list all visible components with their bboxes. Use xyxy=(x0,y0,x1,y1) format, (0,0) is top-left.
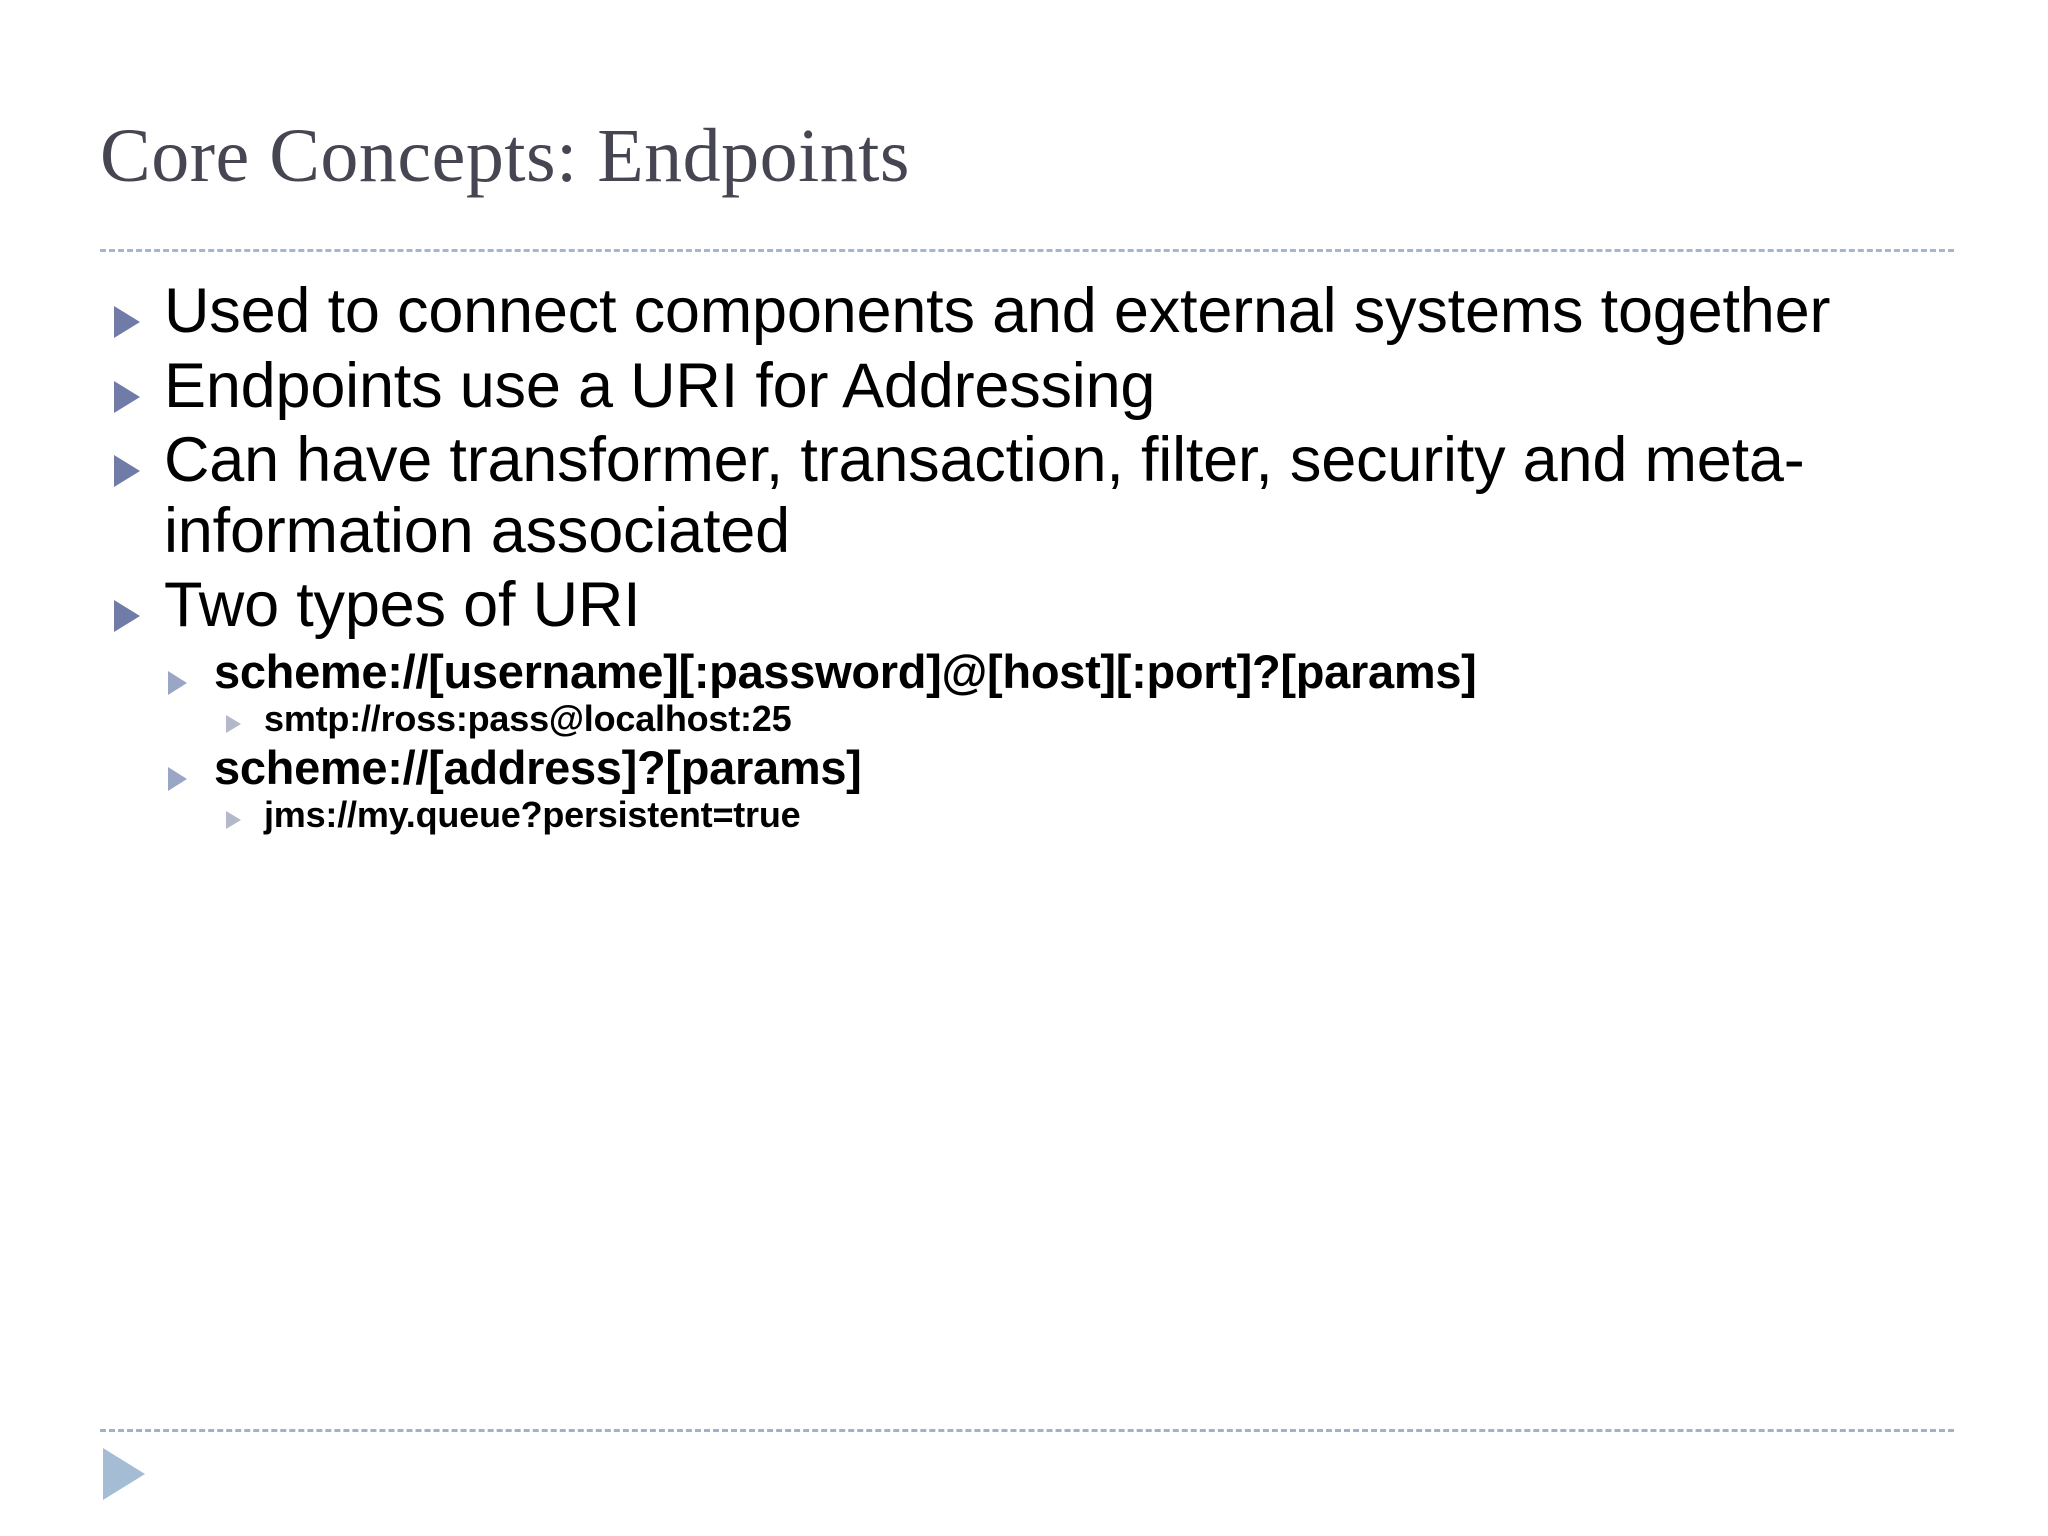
triangle-right-icon xyxy=(226,811,241,830)
bullet-item-level3: jms://my.queue?persistent=true xyxy=(222,794,1990,836)
bullet-item-level2: scheme://[username][:password]@[host][:p… xyxy=(164,645,1990,699)
bullet-text: Used to connect components and external … xyxy=(164,276,1831,346)
bullet-text: smtp://ross:pass@localhost:25 xyxy=(264,698,792,740)
footer-divider xyxy=(100,1429,1954,1432)
bullet-marker xyxy=(222,698,264,734)
bullet-item-level3: smtp://ross:pass@localhost:25 xyxy=(222,698,1990,740)
triangle-right-icon xyxy=(114,455,140,488)
bullet-item-level1: Two types of URI xyxy=(110,570,1990,641)
bullet-text: Two types of URI xyxy=(164,570,641,641)
bullet-marker xyxy=(164,741,214,791)
bullet-marker xyxy=(110,351,164,413)
bullet-item-level1: Can have transformer, transaction, filte… xyxy=(110,425,1990,566)
bullet-item-level1: Endpoints use a URI for Addressing xyxy=(110,351,1990,422)
bullet-item-level1: Used to connect components and external … xyxy=(110,276,1990,347)
bullet-marker xyxy=(222,794,264,830)
bullet-text: Endpoints use a URI for Addressing xyxy=(164,350,1156,421)
title-divider xyxy=(100,249,1954,252)
bullet-marker xyxy=(110,570,164,633)
bullet-marker xyxy=(164,645,214,695)
title-area: Core Concepts: Endpoints xyxy=(100,118,1960,230)
triangle-right-icon xyxy=(114,306,140,338)
triangle-right-icon xyxy=(168,766,187,791)
bullet-text: Can have transformer, transaction, filte… xyxy=(164,425,1805,566)
bullet-item-level2: scheme://[address]?[params] xyxy=(164,741,1990,795)
bullet-text: jms://my.queue?persistent=true xyxy=(264,794,801,836)
bullet-marker xyxy=(110,276,164,338)
triangle-right-icon xyxy=(168,670,187,695)
triangle-right-icon xyxy=(114,600,140,633)
triangle-right-icon xyxy=(226,715,241,734)
bullet-text: scheme://[username][:password]@[host][:p… xyxy=(214,644,1477,698)
bullet-text: scheme://[address]?[params] xyxy=(214,740,862,794)
triangle-right-icon xyxy=(114,380,140,413)
slide-body: Used to connect components and external … xyxy=(110,276,1990,837)
bullet-marker xyxy=(110,425,164,488)
page-title: Core Concepts: Endpoints xyxy=(100,114,910,198)
footer-triangle-right-icon xyxy=(103,1448,145,1500)
